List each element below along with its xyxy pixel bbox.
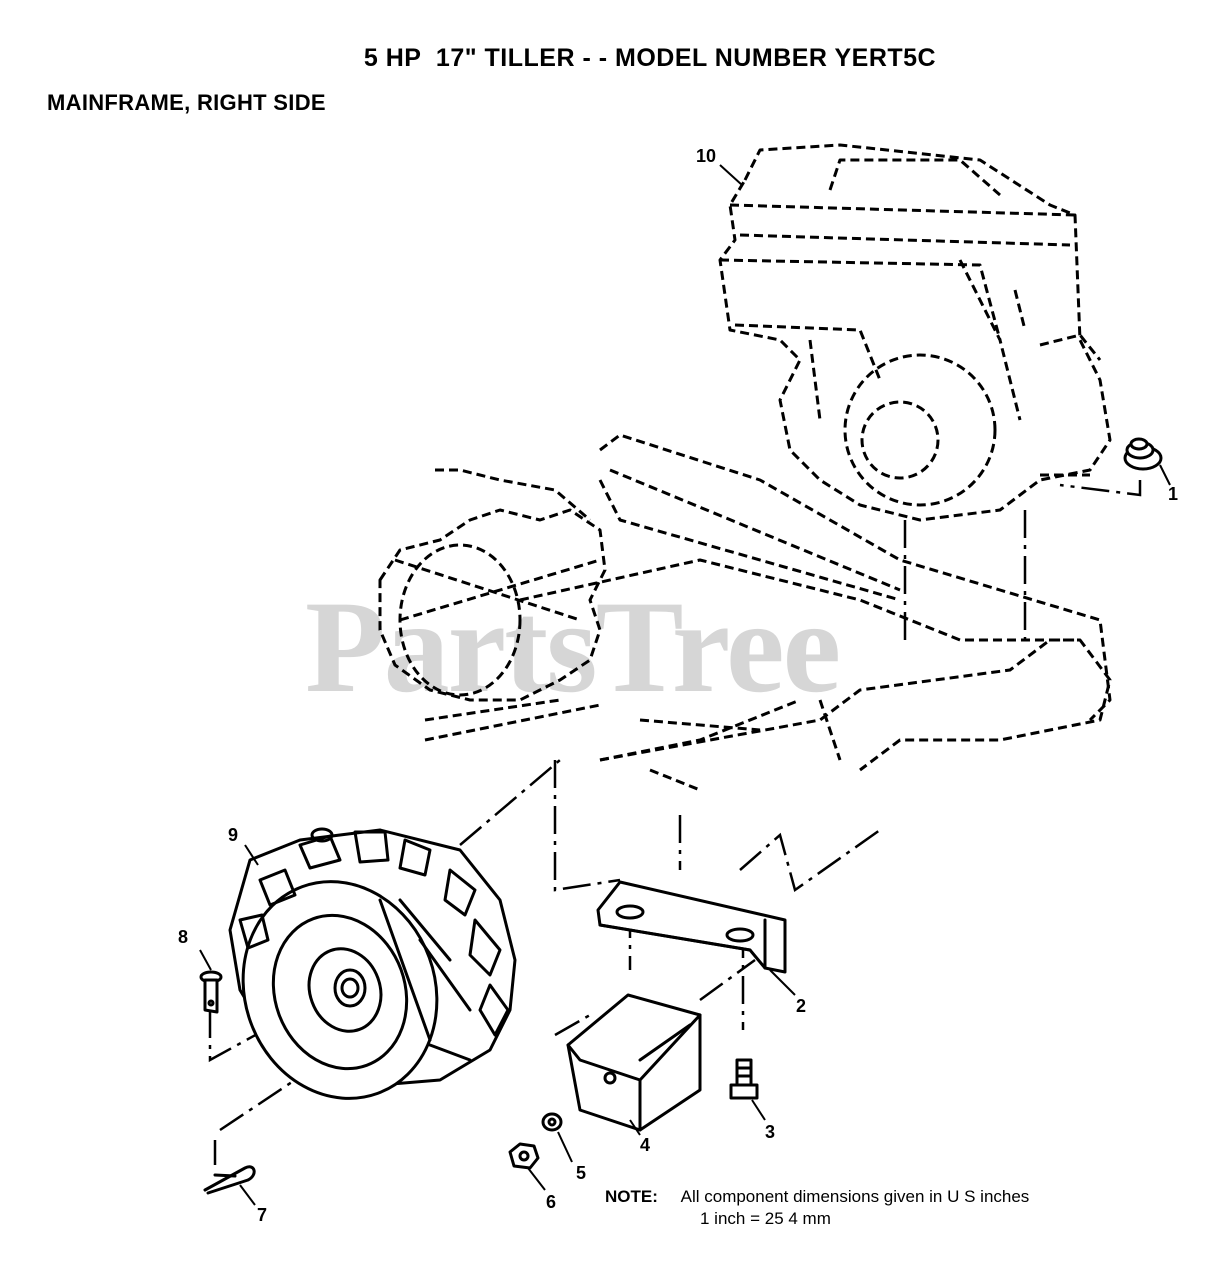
callout-3: 3 bbox=[765, 1122, 776, 1142]
part-3-bolt bbox=[729, 1058, 759, 1100]
page-title: 5 HP 17" TILLER - - MODEL NUMBER YERT5C bbox=[363, 44, 937, 72]
part-6-hex-nut bbox=[508, 1142, 540, 1170]
callout-7: 7 bbox=[257, 1205, 268, 1225]
part-1-flange-nut bbox=[1123, 437, 1163, 471]
section-title: MAINFRAME, RIGHT SIDE bbox=[47, 90, 326, 115]
callout-2: 2 bbox=[796, 996, 807, 1016]
callout-4: 4 bbox=[640, 1135, 651, 1155]
part-5-lock-washer bbox=[541, 1112, 563, 1132]
engine-outline bbox=[718, 143, 1112, 522]
part-9-tire-and-wheel bbox=[228, 827, 517, 1100]
callout-1: 1 bbox=[1168, 484, 1179, 504]
callout-leaders bbox=[199, 164, 1171, 1206]
note-line-1: All component dimensions given in U S in… bbox=[680, 1187, 1030, 1206]
note-label: NOTE: bbox=[605, 1187, 658, 1206]
callout-6: 6 bbox=[546, 1192, 557, 1212]
callout-8: 8 bbox=[178, 927, 189, 947]
part-2-bracket bbox=[596, 880, 787, 974]
callout-9: 9 bbox=[228, 825, 239, 845]
dimensions-note: NOTE: All component dimensions given in … bbox=[605, 1186, 1029, 1230]
part-4-wheel-weight bbox=[566, 993, 702, 1132]
callout-5: 5 bbox=[576, 1163, 587, 1183]
part-7-hairpin-clip bbox=[203, 1165, 256, 1195]
tines-outline bbox=[378, 433, 1112, 792]
part-8-clevis-pin bbox=[199, 970, 223, 1014]
note-line-2: 1 inch = 25 4 mm bbox=[700, 1209, 831, 1228]
callout-10: 10 bbox=[696, 146, 717, 166]
